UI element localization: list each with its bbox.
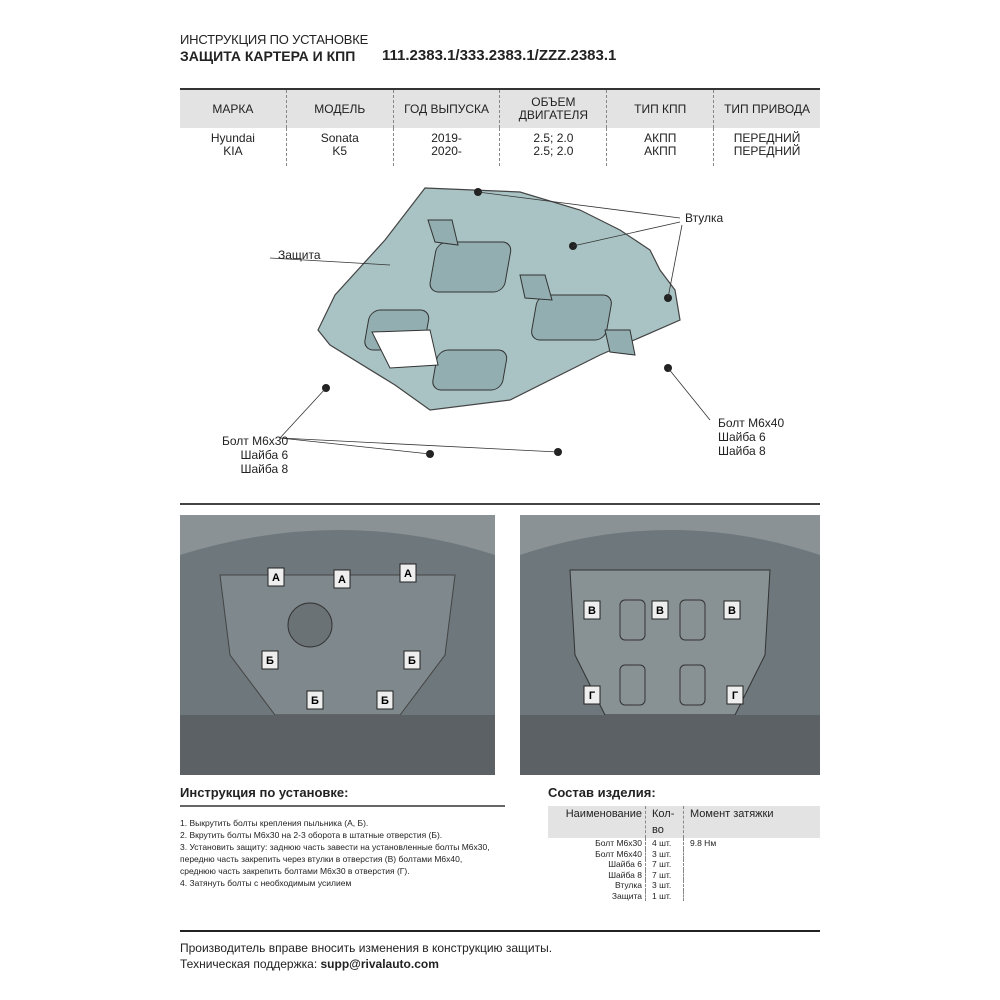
doc-title: ЗАЩИТА КАРТЕРА И КПП [180,48,356,64]
photo-marker: В [723,600,741,620]
composition-cell: 3 шт. [646,848,684,859]
svg-text:А: А [404,568,412,580]
photo-marker: А [267,567,285,587]
instruction-step: 3. Установить защиту: заднюю часть завес… [180,842,490,852]
photo-marker: Г [726,685,744,705]
spec-header-cell: ТИП ПРИВОДА [724,101,811,116]
composition-cell: Шайба 8 [548,869,646,880]
footer: Производитель вправе вносить изменения в… [180,930,820,972]
composition-cell: 3 шт. [646,880,684,891]
shield-window [429,241,512,293]
composition-cell: 9.8 Нм [690,838,717,848]
shield-diagram [269,187,711,458]
composition-title: Состав изделия: [548,785,656,800]
spec-header-cell: ГОД ВЫПУСКА [394,90,501,128]
composition-cell [684,880,690,891]
photo-marker: А [333,569,351,589]
composition-cell: 1 шт. [646,890,684,901]
composition-cell: 7 шт. [646,859,684,870]
footer-note: Производитель вправе вносить изменения в… [180,941,553,955]
composition-cell [684,849,690,860]
svg-text:Б: Б [408,655,416,667]
photo-marker: В [583,600,601,620]
spec-header-cell: МАРКА [180,90,287,128]
svg-text:Б: Б [311,695,319,707]
photo-marker: Б [403,650,421,670]
composition-cell: Защита [548,890,646,901]
svg-text:В: В [728,605,736,617]
composition-cell: Шайба 6 [548,859,646,870]
photo-marker: Г [583,685,601,705]
composition-cell: Втулка [548,880,646,891]
svg-text:Г: Г [589,690,596,702]
composition-cell [684,859,690,870]
part-numbers: 111.2383.1/333.2383.1/ZZZ.2383.1 [382,47,617,64]
section-divider [180,503,820,505]
photo-marker: В [651,600,669,620]
spec-header-cell: МОДЕЛЬ [287,90,394,128]
svg-text:Г: Г [732,690,739,702]
composition-cell: 7 шт. [646,869,684,880]
instruction-step: 1. Выкрутить болты крепления пыльника (А… [180,818,369,828]
composition-cell [684,870,690,881]
composition-cell: Болт М6х40 [548,848,646,859]
instruction-step: передню часть закрепить через втулки в о… [180,854,463,864]
instructions-title: Инструкция по установке: [180,785,505,807]
photo-after: В В В Г Г [520,515,820,775]
svg-text:В: В [656,605,664,617]
svg-text:А: А [272,572,280,584]
composition-cell: 4 шт. [646,838,684,849]
label-shield: Защита [278,248,321,262]
spec-cell: Hyundai KIA [180,128,287,166]
instruction-step: 2. Вкрутить болты М6х30 на 2-3 оборота в… [180,830,443,840]
spec-header-cell: ОБЪЕМ ДВИГАТЕЛЯ [500,90,608,128]
svg-text:В: В [588,605,596,617]
svg-text:Б: Б [381,695,389,707]
photo-marker: Б [376,690,394,710]
photo-marker: Б [306,690,324,710]
install-instructions: Инструкция по установке: 1. Выкрутить бо… [180,785,505,889]
spec-cell: ПЕРЕДНИЙ ПЕРЕДНИЙ [733,131,801,158]
photo-marker: Б [261,650,279,670]
photo-before: А А А Б Б Б Б [180,515,495,775]
support-email[interactable]: supp@rivalauto.com [320,957,439,971]
spec-header-cell: ТИП КПП [607,90,715,128]
spec-cell: АКПП АКПП [607,128,715,166]
instruction-step: 4. Затянуть болты с необходимым усилием [180,878,352,888]
composition-cell [684,891,690,902]
composition-cell: Болт М6х30 [548,838,646,849]
spec-cell: 2.5; 2.0 2.5; 2.0 [500,128,608,166]
support-label: Техническая поддержка: [180,957,321,971]
svg-text:А: А [338,574,346,586]
instruction-step: среднюю часть закрепить болтами М6х30 в … [180,866,410,876]
svg-text:Б: Б [266,655,274,667]
spec-cell: 2019- 2020- [394,128,501,166]
spec-cell: Sonata K5 [287,128,394,166]
photo-marker: А [399,563,417,583]
doc-subtitle: ИНСТРУКЦИЯ ПО УСТАНОВКЕ [180,32,369,47]
label-bushing: Втулка [685,211,724,225]
